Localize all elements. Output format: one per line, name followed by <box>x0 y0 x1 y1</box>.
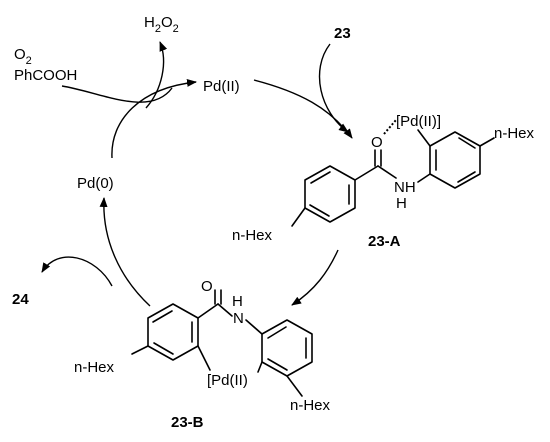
bond-carbonyl-b <box>197 303 219 319</box>
product-24-label: 24 <box>12 291 29 308</box>
bond-amide-a <box>377 165 397 179</box>
bond-hex-b-left <box>131 345 149 355</box>
h2o2-label: H2O2 <box>144 14 179 35</box>
bond-pd-a <box>417 129 431 147</box>
bond-hex-b-bottom <box>286 375 303 397</box>
nh-h-b-label: H <box>232 293 243 310</box>
pd-0-label: Pd(0) <box>77 175 114 192</box>
bond-pd-b-right <box>257 361 263 373</box>
oxygen-a-label: O <box>371 134 383 151</box>
nh-a-label: NH <box>394 179 416 196</box>
arrow-23b-to-pd0 <box>99 197 151 307</box>
coordination-o-pd-a <box>383 119 397 135</box>
nh-h-a-label: H <box>396 195 407 212</box>
bond-carbonyl-a <box>354 165 379 181</box>
structure-23b: n-Hex O H N [Pd(II) n-Hex <box>74 278 331 414</box>
intermediate-23a-label: 23-A <box>368 233 401 250</box>
pd-b-label: [Pd(II) <box>207 372 248 389</box>
arrow-23-in <box>318 43 349 133</box>
double-bond-co-a <box>374 149 382 167</box>
ring-a-right <box>429 131 481 189</box>
substrate-23-label: 23 <box>334 25 351 42</box>
double-bond-co-b <box>214 289 222 305</box>
structure-23a: n-Hex O NH H [Pd(II)] n-Hex <box>232 113 535 244</box>
bond-amide-b <box>217 303 233 317</box>
ring-b-right <box>261 319 313 377</box>
arrow-oxidant-in <box>61 85 173 103</box>
arrow-23a-to-23b <box>291 249 339 306</box>
hex-a-right-label: n-Hex <box>494 125 535 142</box>
oxygen-b-label: O <box>201 278 213 295</box>
arrow-24-out <box>41 256 113 287</box>
phcooh-label: PhCOOH <box>14 67 77 84</box>
bond-hex-a-right <box>479 137 495 147</box>
pd-a-label: [Pd(II)] <box>396 113 441 130</box>
ring-b-left <box>147 303 199 361</box>
o2-label: O2 <box>14 46 32 67</box>
nh-n-b-label: N <box>233 310 244 327</box>
bond-hex-a-left <box>291 207 306 227</box>
ring-a-left <box>304 165 356 223</box>
bond-n-aryl-a <box>417 173 431 183</box>
hex-b-bottom-label: n-Hex <box>290 397 331 414</box>
arrow-pdii-to-23a <box>253 79 353 139</box>
bond-pd-b-left <box>197 345 211 371</box>
intermediate-23b-label: 23-B <box>171 414 204 431</box>
arrow-h2o2-out <box>145 41 168 109</box>
hex-b-left-label: n-Hex <box>74 359 115 376</box>
arrow-pd0-to-pdii <box>111 78 197 159</box>
hex-a-left-label: n-Hex <box>232 227 273 244</box>
pd-ii-label: Pd(II) <box>203 78 240 95</box>
bond-n-aryl-b <box>245 319 263 335</box>
